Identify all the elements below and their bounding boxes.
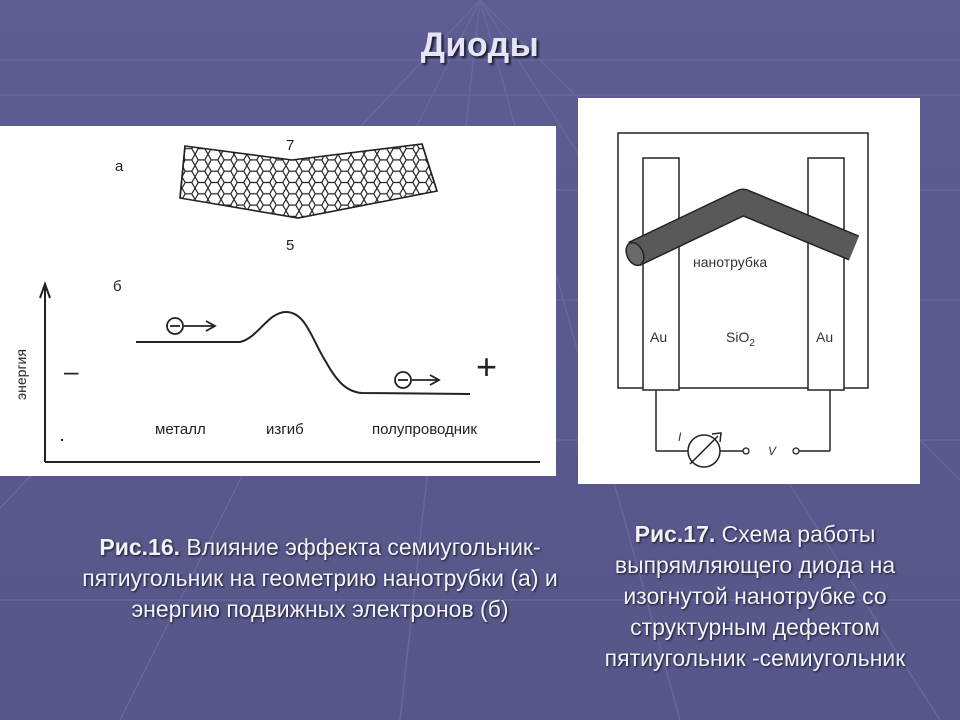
minus-sign: – (64, 356, 79, 386)
nanotube-label: нанотрубка (693, 254, 767, 270)
label-a: а (115, 158, 124, 175)
figure-16-caption-text: Влияние эффекта семиугольник-пятиугольни… (82, 534, 558, 622)
figure-16-caption-number: Рис.16. (99, 534, 180, 560)
voltage-label: V (768, 444, 777, 458)
label-7: 7 (286, 137, 294, 154)
label-5: 5 (286, 237, 294, 254)
energy-axes (39, 281, 540, 463)
current-label: I (678, 430, 682, 444)
figure-16-caption: Рис.16. Влияние эффекта семиугольник-пят… (60, 532, 580, 625)
bent-nanotube (625, 188, 860, 267)
electron-left (166, 317, 217, 335)
label-b: б (113, 278, 122, 295)
region-label-bend: изгиб (266, 421, 304, 438)
region-label-semiconductor: полупроводник (372, 421, 477, 438)
gold-electrode-left (642, 157, 680, 391)
figure-17-drawing: нанотрубка Au Au SiO2 I V (617, 132, 869, 468)
energy-curve (136, 310, 471, 395)
au-label-right: Au (816, 329, 833, 345)
figure-17-caption-number: Рис.17. (634, 521, 716, 547)
bent-nanotube-lattice (179, 143, 439, 219)
electron-right (394, 371, 441, 389)
figure-17-caption-text: Схема работы выпрямляющего диода на изог… (604, 521, 906, 671)
au-label-left: Au (650, 329, 667, 345)
measurement-circuit (655, 390, 831, 468)
figure-16: а 7 5 б энергия – + (0, 126, 556, 476)
figure-16-drawing: а 7 5 б энергия – + (13, 137, 540, 463)
sio2-label: SiO2 (726, 329, 755, 349)
gold-electrode-right (807, 157, 845, 391)
plus-sign: + (476, 346, 497, 387)
figure-17-caption: Рис.17. Схема работы выпрямляющего диода… (570, 519, 940, 674)
figure-17: нанотрубка Au Au SiO2 I V (578, 98, 920, 484)
slide-title: Диоды (420, 26, 540, 64)
substrate-outline (617, 132, 869, 389)
energy-axis-label: энергия (13, 349, 29, 400)
region-label-metal: металл (155, 421, 206, 438)
